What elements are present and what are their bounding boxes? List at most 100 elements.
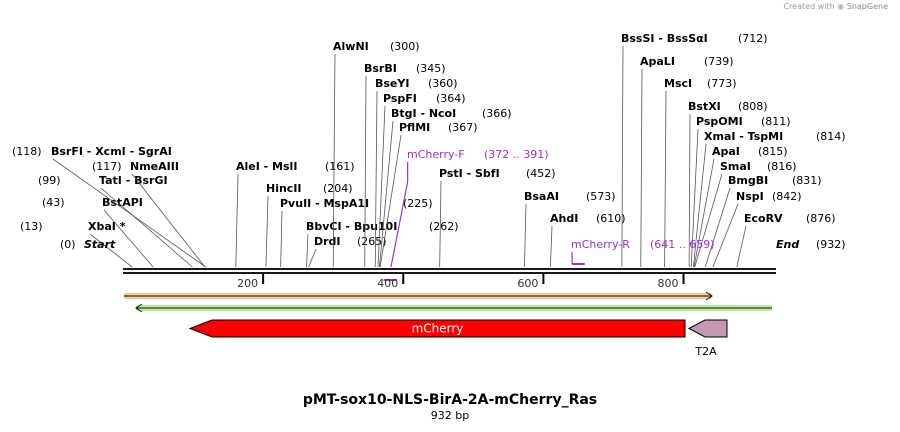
site-position: (360) [428, 77, 458, 90]
site-connector [379, 120, 394, 268]
site-position: (815) [758, 145, 788, 158]
site-connector [736, 225, 747, 268]
site-connector [374, 90, 378, 268]
site-name: EcoRV [744, 212, 783, 225]
site-nspi: NspI (842) [712, 190, 802, 268]
site-name: PspOMI [696, 115, 743, 128]
site-connector [103, 209, 154, 268]
credit-brand: SnapGene [846, 2, 888, 11]
site-connector [52, 158, 206, 268]
site-connector [265, 195, 269, 268]
site-name: PflMI [399, 121, 430, 134]
site-alei: AleI - MslI(161) [235, 160, 355, 268]
site-connector [688, 113, 691, 268]
site-position: (816) [767, 160, 797, 173]
site-alwni: AlwNI(300) [332, 40, 420, 268]
site-xmai: XmaI - TspMI (814) [692, 130, 846, 268]
site-connector [621, 45, 624, 268]
site-bstapi: BstAPI (43) [42, 196, 154, 268]
site-name: PstI - SbfI [439, 167, 500, 180]
site-name: NmeAIII [130, 160, 179, 173]
site-pspfi: PspFI(364) [377, 92, 466, 268]
site-connector [549, 225, 553, 268]
site-name: MscI [664, 77, 692, 90]
site-position: (773) [707, 77, 737, 90]
site-position: (13) [20, 220, 43, 233]
site-connector [704, 187, 731, 268]
site-connector [332, 53, 336, 268]
site-ecorv: EcoRV(876) [736, 212, 836, 268]
site-connector [379, 134, 402, 268]
site-bsaai: BsaAI(573) [524, 190, 616, 268]
site-ahdi: AhdI (610) [549, 212, 626, 268]
site-position: (99) [38, 174, 61, 187]
site-connector [664, 90, 667, 268]
primer-mcherry-f: mCherry-F (372 .. 391) [383, 148, 549, 281]
site-position: (842) [772, 190, 802, 203]
site-hincii: HincII(204) [265, 182, 353, 268]
site-position: (739) [704, 55, 734, 68]
site-position: (43) [42, 196, 65, 209]
start-position: (0) [60, 238, 76, 251]
site-position: (117) [92, 160, 122, 173]
primer-range: (372 .. 391) [484, 148, 549, 161]
snapgene-icon: ◉ [837, 2, 845, 11]
feature-label: T2A [694, 345, 717, 358]
feature-mcherry: mCherry [188, 319, 686, 338]
site-position: (610) [596, 212, 626, 225]
primer-name: mCherry-R [571, 238, 630, 251]
site-name: BseYI [375, 77, 409, 90]
site-name: XbaI * [88, 220, 126, 233]
site-position: (345) [416, 62, 446, 75]
site-bmgbi: BmgBI(831) [704, 174, 822, 268]
site-name: SmaI [720, 160, 751, 173]
site-bstxi: BstXI (808) [688, 100, 768, 268]
site-name: BmgBI [728, 174, 768, 187]
site-bseyi: BseYI (360) [374, 77, 458, 268]
site-connector [690, 128, 699, 268]
site-bsssi: BssSI - BssSαI(712) [621, 32, 768, 268]
strand-arrowhead [135, 303, 143, 313]
credit-prefix: Created with [783, 2, 835, 11]
site-connector [235, 173, 239, 268]
site-xbai: XbaI * (13) [20, 220, 133, 268]
site-name: NspI [736, 190, 764, 203]
site-position: (225) [403, 197, 433, 210]
site-name: BsrFI - XcmI - SgrAI [51, 145, 172, 158]
site-position: (808) [738, 100, 768, 113]
site-name: BstAPI [102, 196, 143, 209]
backbone-bottom [123, 272, 776, 274]
site-name: AhdI [550, 212, 578, 225]
site-position: (204) [323, 182, 353, 195]
site-name: BsaAI [524, 190, 559, 203]
site-psti: PstI - SbfI(452) [439, 167, 556, 268]
site-connector [694, 173, 723, 268]
site-connector [439, 180, 442, 268]
map-length: 932 bp [430, 409, 470, 422]
primer-name: mCherry-F [407, 148, 465, 161]
site-name: BsrBI [364, 62, 397, 75]
site-name: BstXI [688, 100, 721, 113]
strand-reverse [135, 303, 772, 313]
feature-t2a: T2A [687, 319, 728, 358]
site-btgi: BtgI - NcoI(366) [379, 107, 512, 268]
site-apai: ApaI(815) [693, 145, 788, 268]
site-nmeaiii: NmeAIII (117) [92, 160, 206, 268]
primer-range: (641 .. 659) [650, 238, 715, 251]
start-label: Start [84, 238, 116, 251]
site-name: XmaI - TspMI [704, 130, 783, 143]
feature-arrow [687, 319, 728, 338]
site-position: (300) [390, 40, 420, 53]
site-name: BtgI - NcoI [391, 107, 456, 120]
ruler-label: 400 [377, 277, 398, 290]
end-label: End [776, 238, 799, 251]
site-position: (814) [816, 130, 846, 143]
site-connector [712, 203, 739, 268]
site-name: BbvCI - Bpu10I [306, 220, 397, 233]
site-connector [280, 210, 283, 268]
site-connector [524, 203, 527, 268]
ruler-label: 600 [517, 277, 538, 290]
backbone-top [123, 268, 776, 270]
site-smai: SmaI (816) [694, 160, 797, 268]
